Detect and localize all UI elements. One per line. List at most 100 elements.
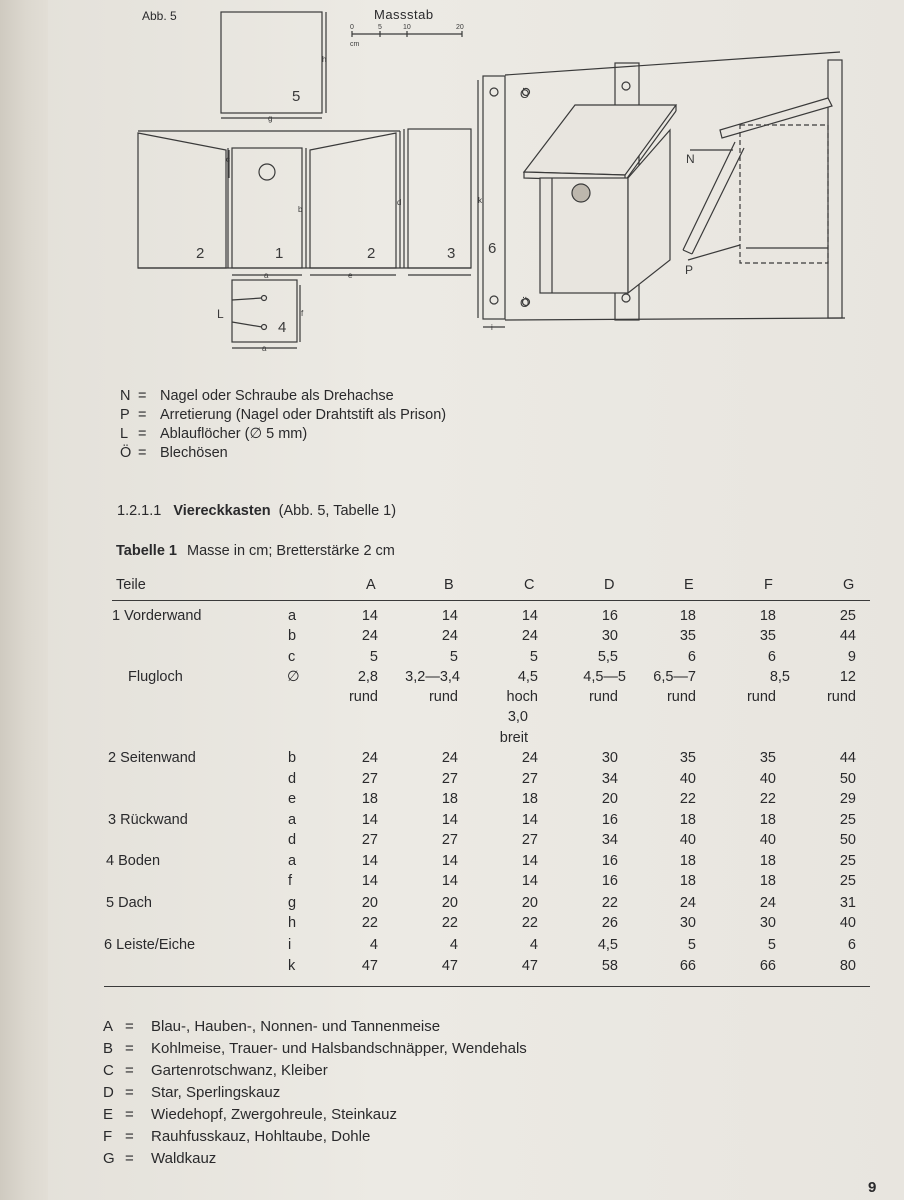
dim-letter: b <box>298 205 303 214</box>
table-value-cell: 27 <box>361 832 378 848</box>
table-dim-cell: d <box>288 771 297 787</box>
table-value-cell: 25 <box>839 873 856 889</box>
table-header-cell: Teile <box>116 577 146 593</box>
table-value-cell: 30 <box>679 915 696 931</box>
table-value-cell: 26 <box>601 915 618 931</box>
table-value-cell: 3,2—3,4 <box>405 669 460 685</box>
table-value-cell: 27 <box>361 771 378 787</box>
book-spine <box>0 0 48 1200</box>
dim-letter: a <box>262 344 267 353</box>
table-value-cell: 35 <box>759 750 776 766</box>
table-value-cell: 44 <box>839 750 856 766</box>
table-value-cell: 5 <box>449 649 458 665</box>
legend-key: P <box>120 407 130 423</box>
callout-P: P <box>685 263 693 277</box>
table-dim-cell: a <box>288 853 297 869</box>
table-value-cell: 6 <box>847 937 856 953</box>
species-key: F <box>103 1128 113 1145</box>
table-value-cell: 35 <box>759 628 776 644</box>
table-value-cell: 14 <box>361 853 378 869</box>
dim-letter: f <box>301 309 304 318</box>
species-row: D=Star, Sperlingskauz <box>103 1082 527 1104</box>
table-value-cell: 14 <box>521 853 538 869</box>
table-value-cell: 18 <box>679 873 696 889</box>
species-row: A=Blau-, Hauben-, Nonnen- und Tannenmeis… <box>103 1016 527 1038</box>
table-value-cell: 16 <box>601 812 618 828</box>
table-value-cell: 47 <box>441 958 458 974</box>
table-part-cell: 5 Dach <box>106 895 152 911</box>
table-dim-cell: c <box>288 649 296 665</box>
table-caption: Tabelle 1 Masse in cm; Bretterstärke 2 cm <box>116 543 395 559</box>
table-dim-cell: e <box>288 791 297 807</box>
species-row: E=Wiedehopf, Zwergohreule, Steinkauz <box>103 1104 527 1126</box>
table-value-cell: 24 <box>441 628 458 644</box>
callout-L: L <box>217 307 224 321</box>
table-caption-text: Masse in cm; Bretterstärke 2 cm <box>186 543 395 559</box>
table-value-cell: 4 <box>529 937 538 953</box>
table-value-cell: 6 <box>767 649 776 665</box>
legend-text: Nagel oder Schraube als Drehachse <box>160 388 394 404</box>
table-value-cell: 14 <box>521 608 538 624</box>
panel-number: 3 <box>447 245 455 262</box>
table-value-cell: 14 <box>441 812 458 828</box>
table-value-cell: 14 <box>521 812 538 828</box>
table-value-cell: hoch <box>506 689 538 705</box>
table-value-cell: 4,5 <box>517 669 538 685</box>
table-value-cell: 25 <box>839 608 856 624</box>
table-value-cell: 40 <box>679 771 696 787</box>
species-row: G=Waldkauz <box>103 1148 527 1170</box>
table-value-cell: 20 <box>441 895 458 911</box>
table-value-cell: 18 <box>759 608 776 624</box>
table-value-cell: rund <box>826 689 856 705</box>
table-dim-cell: g <box>288 895 297 911</box>
species-text: Waldkauz <box>151 1150 217 1167</box>
table-value-cell: 34 <box>601 832 618 848</box>
table-value-cell: rund <box>428 689 458 705</box>
table-value-cell: 5 <box>767 937 776 953</box>
table-value-cell: 5 <box>529 649 538 665</box>
legend-row: P=Arretierung (Nagel oder Drahtstift als… <box>120 406 446 425</box>
table-dim-cell: b <box>288 628 297 644</box>
species-eq: = <box>125 1018 134 1035</box>
table-value-cell: 18 <box>759 812 776 828</box>
table-value-cell: 25 <box>839 812 856 828</box>
table-value-cell: 30 <box>601 628 618 644</box>
table-value-cell: 14 <box>441 608 458 624</box>
table-value-cell: 47 <box>521 958 538 974</box>
table-value-cell: 30 <box>601 750 618 766</box>
species-text: Wiedehopf, Zwergohreule, Steinkauz <box>151 1106 397 1123</box>
table-value-cell: 14 <box>361 812 378 828</box>
table-value-cell: 24 <box>361 628 378 644</box>
table-dim-cell: k <box>288 958 296 974</box>
table-value-cell: 18 <box>759 873 776 889</box>
legend-key: N <box>120 388 131 404</box>
table-header-cell: F <box>764 577 773 593</box>
table-value-cell: 5,5 <box>597 649 618 665</box>
table-value-cell: 35 <box>679 628 696 644</box>
section-ref: (Abb. 5, Tabelle 1) <box>278 503 397 519</box>
table-value-cell: 25 <box>839 853 856 869</box>
legend-text: Arretierung (Nagel oder Drahtstift als P… <box>160 407 447 423</box>
page-number: 9 <box>868 1179 877 1196</box>
species-eq: = <box>125 1062 134 1079</box>
species-eq: = <box>125 1150 134 1167</box>
table-header-cell: A <box>366 577 376 593</box>
panel-strip <box>482 75 506 320</box>
dim-letter: g <box>268 114 272 123</box>
species-text: Star, Sperlingskauz <box>151 1084 281 1101</box>
table-caption-label: Tabelle 1 <box>116 543 177 559</box>
table-value-cell: 5 <box>369 649 378 665</box>
table-part-cell: 1 Vorderwand <box>112 608 202 624</box>
table-value-cell: 18 <box>521 791 538 807</box>
table-value-cell: 47 <box>361 958 378 974</box>
species-eq: = <box>125 1084 134 1101</box>
dim-letter: c <box>226 155 230 164</box>
section-number: 1.2.1.1 <box>117 503 162 519</box>
table-value-cell: 14 <box>361 608 378 624</box>
table-value-cell: 22 <box>441 915 458 931</box>
panel-number: 4 <box>278 319 286 336</box>
table-value-cell: rund <box>746 689 776 705</box>
panel-number: 6 <box>488 240 496 257</box>
table-dim-cell: h <box>288 915 297 931</box>
table-bottom-rule <box>104 986 870 987</box>
